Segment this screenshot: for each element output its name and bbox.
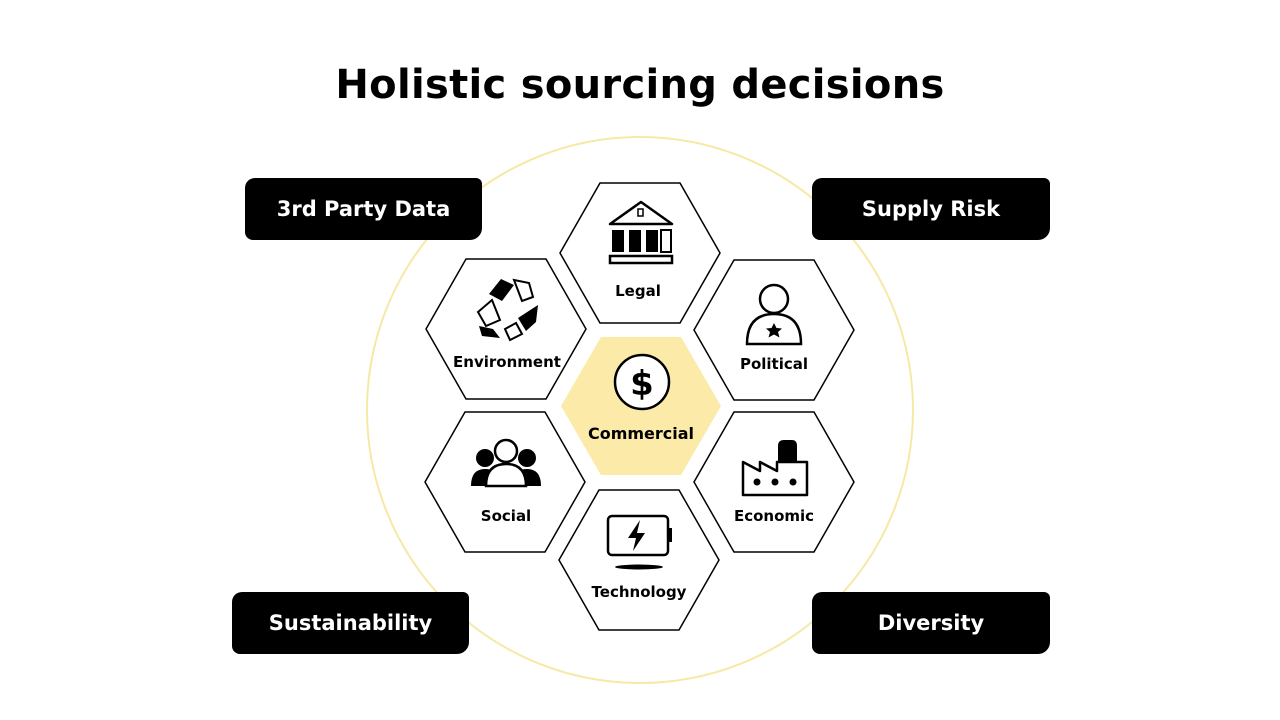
hex-commercial: $ Commercial <box>561 337 721 475</box>
background-ring <box>366 136 914 684</box>
hex-label-legal: Legal <box>615 282 661 300</box>
hex-political: Political <box>693 259 855 401</box>
recycle-icon <box>476 278 538 342</box>
tag-3rd-party-data: 3rd Party Data <box>245 178 482 240</box>
hex-label-social: Social <box>481 507 531 525</box>
tag-sustainability: Sustainability <box>232 592 469 654</box>
page-title: Holistic sourcing decisions <box>335 62 945 108</box>
battery-bolt-icon <box>606 514 672 570</box>
tag-supply-risk: Supply Risk <box>812 178 1050 240</box>
svg-text:$: $ <box>630 364 654 404</box>
hex-social: Social <box>424 411 586 553</box>
hex-label-commercial: Commercial <box>588 424 694 443</box>
factory-icon <box>741 440 809 497</box>
hex-label-economic: Economic <box>734 507 814 525</box>
hex-label-technology: Technology <box>592 583 687 601</box>
hex-label-environment: Environment <box>453 353 561 371</box>
hex-label-political: Political <box>740 355 808 373</box>
hex-technology: Technology <box>558 489 720 631</box>
politician-icon <box>745 283 803 346</box>
people-group-icon <box>471 438 541 488</box>
hex-economic: Economic <box>693 411 855 553</box>
courthouse-icon <box>608 200 674 265</box>
dollar-icon: $ <box>613 353 671 411</box>
hex-environment: Environment <box>425 258 587 400</box>
tag-diversity: Diversity <box>812 592 1050 654</box>
hex-legal: Legal <box>559 182 721 324</box>
